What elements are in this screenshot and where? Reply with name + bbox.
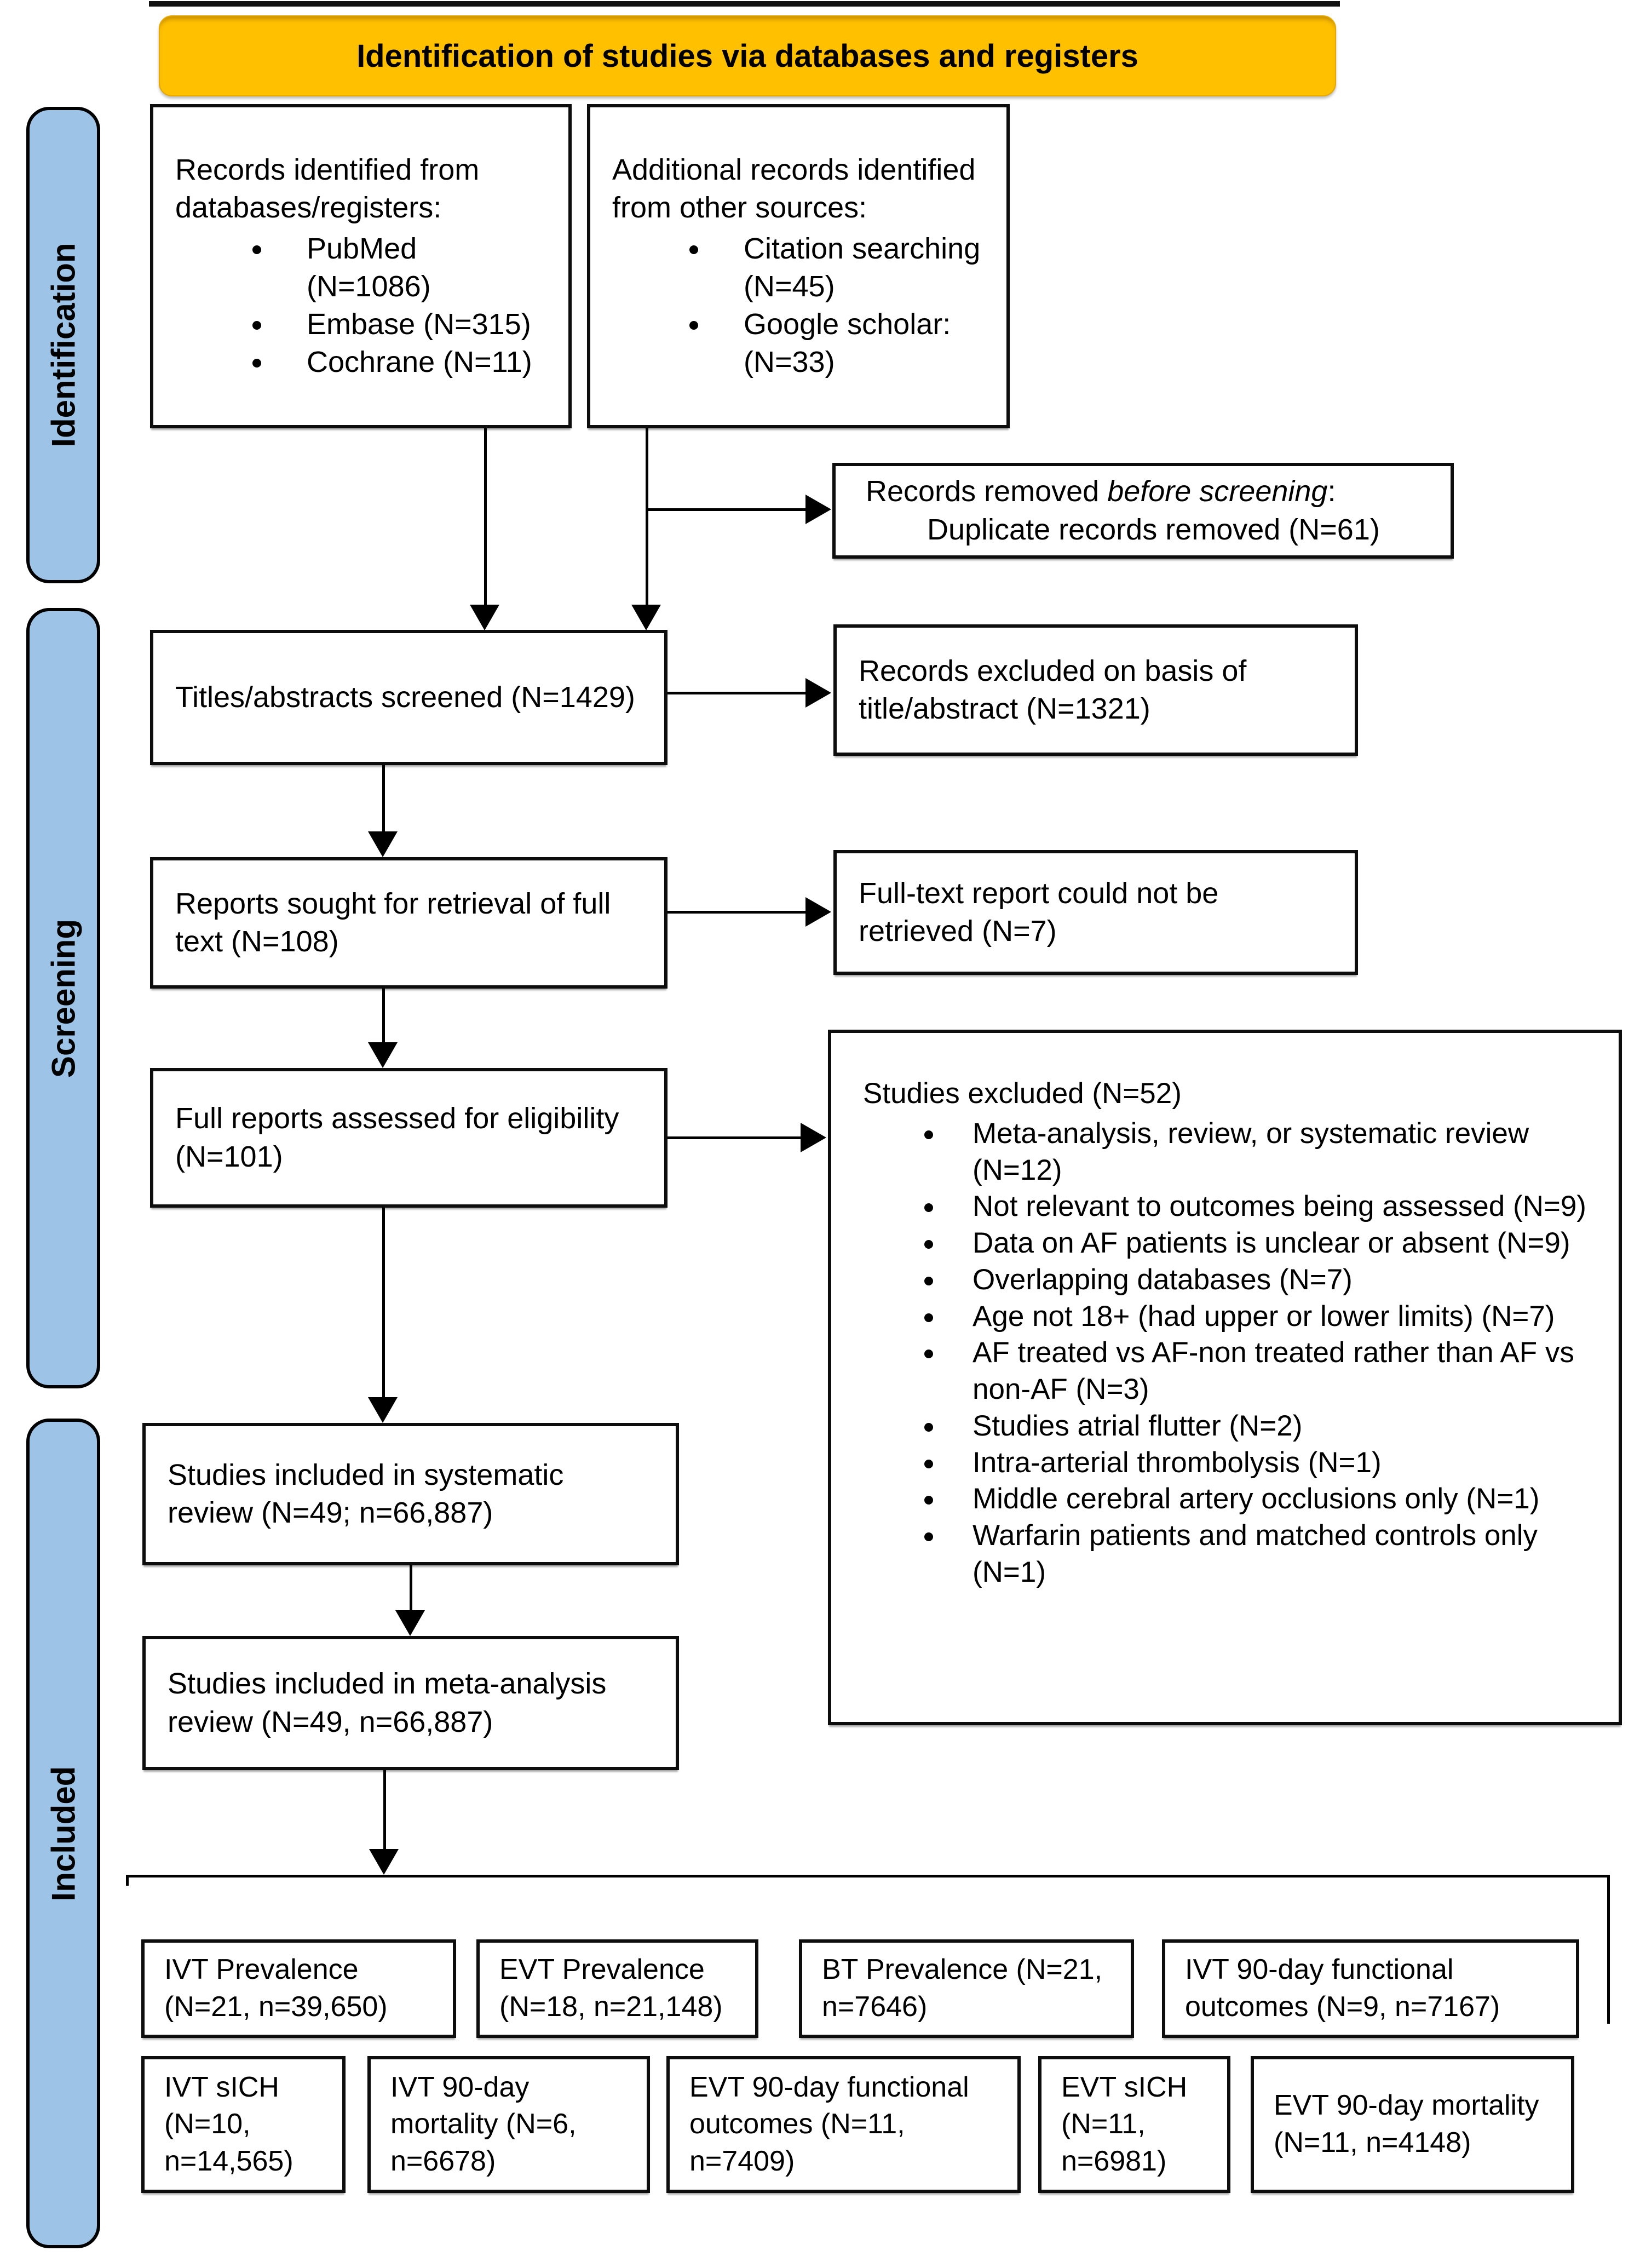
box-records-removed: Records removed before screening: Duplic… [832, 463, 1454, 559]
box-records-identified-intro: Records identified from databases/regist… [175, 153, 480, 224]
connector-line [382, 989, 385, 1043]
list-item: PubMed (N=1086) [274, 230, 546, 306]
connector-line [383, 1770, 386, 1850]
connector-line [646, 428, 648, 606]
list-item: Middle cerebral artery occlusions only (… [945, 1481, 1600, 1518]
connector-line [484, 428, 487, 606]
outcome-box-text: BT Prevalence (N=21, n=7646) [822, 1954, 1103, 2023]
connector-line [667, 911, 805, 914]
outcome-box-evt-sich: EVT sICH (N=11, n=6981) [1038, 2056, 1230, 2193]
list-item: Citation searching (N=45) [711, 230, 985, 306]
arrowhead-right [805, 495, 831, 524]
records-removed-italic: before screening [1107, 475, 1328, 508]
list-item: Embase (N=315) [274, 306, 546, 343]
outcome-box-text: EVT Prevalence (N=18, n=21,148) [499, 1954, 723, 2023]
box-additional-records-intro: Additional records identified from other… [612, 153, 976, 224]
outcome-box-text: IVT 90-day mortality (N=6, n=6678) [390, 2071, 577, 2177]
box-records-excluded: Records excluded on basis of title/abstr… [833, 624, 1358, 756]
box-studies-excluded-list: Meta-analysis, review, or systematic rev… [863, 1116, 1600, 1591]
stage-identification: Identification [26, 107, 100, 583]
list-item: Age not 18+ (had upper or lower limits) … [945, 1299, 1600, 1335]
outcome-box-evt-functional: EVT 90-day functional outcomes (N=11, n=… [666, 2056, 1021, 2193]
arrowhead-down [395, 1610, 425, 1636]
outcome-box-bt-prevalence: BT Prevalence (N=21, n=7646) [799, 1939, 1134, 2038]
box-full-reports-assessed-text: Full reports assessed for eligibility (N… [175, 1102, 619, 1173]
list-item: Intra-arterial thrombolysis (N=1) [945, 1445, 1600, 1482]
box-records-identified: Records identified from databases/regist… [150, 104, 572, 428]
outcome-box-evt-mortality: EVT 90-day mortality (N=11, n=4148) [1251, 2056, 1574, 2193]
list-item: Data on AF patients is unclear or absent… [945, 1225, 1600, 1262]
arrowhead-down [470, 605, 499, 630]
connector-line [646, 508, 805, 511]
bracket-right-tick [1607, 1875, 1610, 2024]
arrowhead-down [631, 605, 661, 630]
connector-line [382, 1208, 385, 1398]
list-item: Studies atrial flutter (N=2) [945, 1408, 1600, 1445]
arrowhead-down [368, 1397, 398, 1423]
banner: Identification of studies via databases … [159, 15, 1336, 96]
arrowhead-right [801, 1123, 826, 1152]
box-full-reports-assessed: Full reports assessed for eligibility (N… [150, 1068, 667, 1208]
box-meta-analysis-text: Studies included in meta-analysis review… [168, 1667, 607, 1738]
connector-line [382, 765, 385, 832]
arrowhead-down [368, 831, 398, 857]
list-item: AF treated vs AF-non treated rather than… [945, 1335, 1600, 1408]
list-item: Overlapping databases (N=7) [945, 1262, 1600, 1299]
stage-identification-label: Identification [45, 243, 82, 447]
list-item: Warfarin patients and matched controls o… [945, 1518, 1600, 1591]
box-fulltext-not-retrieved: Full-text report could not be retrieved … [833, 850, 1358, 975]
box-titles-screened-text: Titles/abstracts screened (N=1429) [175, 680, 635, 714]
outcome-box-text: EVT 90-day mortality (N=11, n=4148) [1274, 2089, 1539, 2158]
outcome-box-text: EVT 90-day functional outcomes (N=11, n=… [689, 2071, 969, 2177]
bracket-left-tick [126, 1875, 129, 1886]
box-titles-screened: Titles/abstracts screened (N=1429) [150, 630, 667, 765]
box-studies-excluded: Studies excluded (N=52) Meta-analysis, r… [828, 1030, 1622, 1725]
banner-title: Identification of studies via databases … [356, 38, 1138, 74]
connector-line [667, 692, 805, 694]
box-meta-analysis: Studies included in meta-analysis review… [142, 1636, 679, 1770]
bracket-line [126, 1875, 1610, 1877]
arrowhead-right [805, 678, 831, 708]
box-studies-excluded-intro: Studies excluded (N=52) [863, 1077, 1182, 1110]
box-records-excluded-text: Records excluded on basis of title/abstr… [859, 654, 1247, 725]
box-records-removed-line1: Records removed before screening: [866, 473, 1429, 510]
connector-line [667, 1136, 801, 1139]
box-fulltext-not-retrieved-text: Full-text report could not be retrieved … [859, 876, 1219, 948]
stage-included: Included [26, 1419, 100, 2248]
box-reports-sought: Reports sought for retrieval of full tex… [150, 857, 667, 989]
outcome-box-evt-prevalence: EVT Prevalence (N=18, n=21,148) [476, 1939, 758, 2038]
outcome-box-text: IVT sICH (N=10, n=14,565) [164, 2071, 294, 2177]
outcome-box-text: IVT 90-day functional outcomes (N=9, n=7… [1185, 1954, 1500, 2023]
stage-included-label: Included [45, 1766, 82, 1901]
box-additional-records: Additional records identified from other… [587, 104, 1010, 428]
arrowhead-down [368, 1042, 398, 1068]
outcome-box-ivt-sich: IVT sICH (N=10, n=14,565) [141, 2056, 346, 2193]
stage-screening: Screening [26, 608, 100, 1388]
box-additional-records-list: Citation searching (N=45) Google scholar… [612, 230, 985, 381]
box-systematic-review-text: Studies included in systematic review (N… [168, 1458, 564, 1529]
arrowhead-right [805, 897, 831, 927]
list-item: Meta-analysis, review, or systematic rev… [945, 1116, 1600, 1189]
outcome-box-ivt-prevalence: IVT Prevalence (N=21, n=39,650) [141, 1939, 456, 2038]
records-removed-suffix: : [1327, 475, 1336, 508]
records-removed-prefix: Records removed [866, 475, 1108, 508]
arrowhead-down [369, 1849, 399, 1875]
box-reports-sought-text: Reports sought for retrieval of full tex… [175, 887, 611, 958]
outcome-box-text: IVT Prevalence (N=21, n=39,650) [164, 1954, 388, 2023]
box-records-removed-line2: Duplicate records removed (N=61) [927, 513, 1380, 546]
stage-screening-label: Screening [45, 918, 82, 1078]
outcome-box-text: EVT sICH (N=11, n=6981) [1061, 2071, 1188, 2177]
connector-line [410, 1565, 412, 1612]
top-rule [149, 1, 1340, 7]
box-records-identified-list: PubMed (N=1086) Embase (N=315) Cochrane … [175, 230, 546, 381]
outcome-box-ivt-functional: IVT 90-day functional outcomes (N=9, n=7… [1162, 1939, 1579, 2038]
box-systematic-review: Studies included in systematic review (N… [142, 1423, 679, 1565]
outcome-box-ivt-mortality: IVT 90-day mortality (N=6, n=6678) [367, 2056, 650, 2193]
list-item: Cochrane (N=11) [274, 343, 546, 381]
list-item: Not relevant to outcomes being assessed … [945, 1188, 1600, 1225]
list-item: Google scholar: (N=33) [711, 306, 985, 381]
